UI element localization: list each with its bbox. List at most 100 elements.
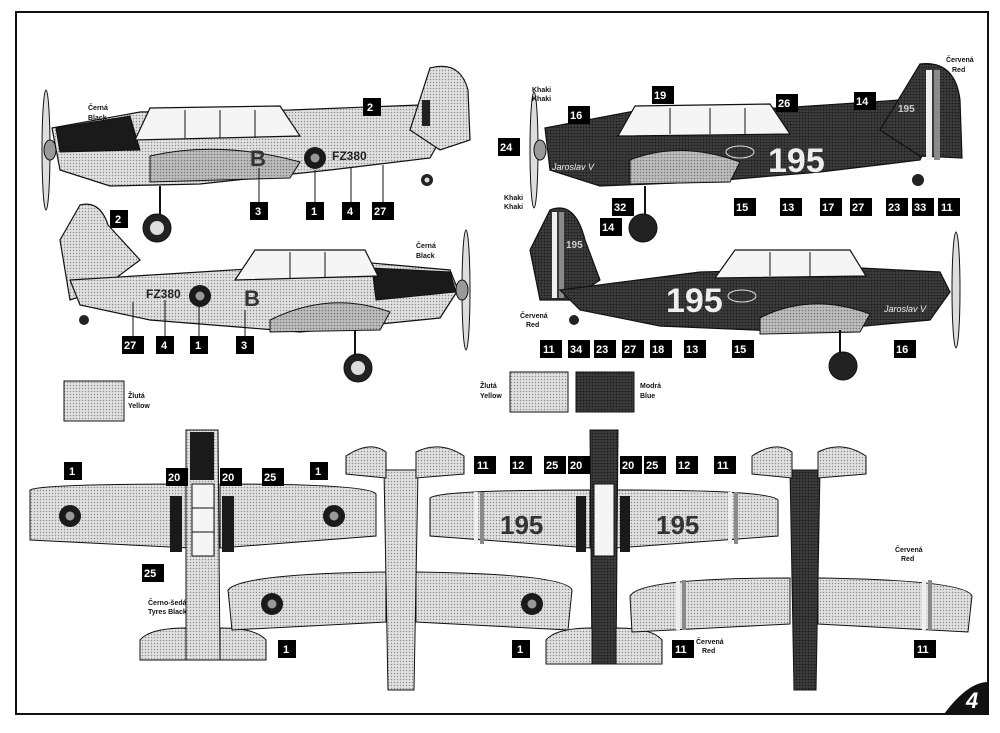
svg-text:11: 11 bbox=[917, 644, 929, 656]
label-black-en: Black bbox=[88, 115, 107, 122]
svg-text:2: 2 bbox=[115, 214, 121, 226]
swatch-right-en: Blue bbox=[640, 393, 655, 400]
svg-text:24: 24 bbox=[500, 142, 513, 154]
svg-text:20: 20 bbox=[622, 460, 634, 472]
svg-text:34: 34 bbox=[570, 344, 583, 356]
label-red-en-plan: Red bbox=[702, 648, 715, 655]
svg-text:20: 20 bbox=[168, 472, 180, 484]
label-tyres-en: Tyres Black bbox=[148, 609, 187, 616]
svg-text:12: 12 bbox=[512, 460, 524, 472]
label-red-en-plan-right: Red bbox=[901, 556, 914, 563]
cz-tail-number-bottom: 195 bbox=[566, 240, 583, 251]
cz-wing-number-left: 195 bbox=[500, 510, 543, 540]
uk-letter-bottom: B bbox=[244, 286, 260, 311]
swatch-mid-en: Yellow bbox=[480, 393, 502, 400]
label-black-en-2: Black bbox=[416, 253, 435, 260]
color-swatches: Žlutá Yellow Žlutá Yellow Modrá Blue bbox=[63, 371, 661, 422]
svg-text:20: 20 bbox=[570, 460, 582, 472]
page-number: 4 bbox=[965, 688, 978, 713]
svg-text:12: 12 bbox=[678, 460, 690, 472]
label-red-cz-plan-right: Červená bbox=[895, 545, 923, 554]
svg-text:15: 15 bbox=[734, 344, 746, 356]
svg-text:25: 25 bbox=[264, 472, 276, 484]
label-khaki-en-top: Khaki bbox=[532, 96, 551, 103]
cz-bottom-callouts: 14 11 34 23 27 18 13 15 16 bbox=[540, 218, 916, 358]
svg-text:4: 4 bbox=[347, 206, 354, 218]
uk-side-view-top: B FZ380 Černá Black bbox=[41, 65, 471, 243]
cz-plan-top-view: 195 195 bbox=[429, 429, 779, 665]
svg-text:13: 13 bbox=[686, 344, 698, 356]
cz-wing-number-right: 195 bbox=[656, 510, 699, 540]
svg-text:1: 1 bbox=[195, 340, 201, 352]
label-khaki-cz-top: Khaki bbox=[532, 87, 551, 94]
svg-text:11: 11 bbox=[543, 344, 555, 356]
uk-top-callouts: 2 3 1 4 27 bbox=[250, 98, 394, 220]
uk-plan-bottom-view bbox=[227, 446, 573, 691]
cz-side-view-bottom: 195 195 Jaroslav V Červená Red bbox=[520, 207, 961, 381]
label-black-cz: Černá bbox=[88, 103, 108, 112]
page-corner bbox=[944, 682, 988, 714]
cz-script-top: Jaroslav V bbox=[551, 162, 595, 172]
svg-text:11: 11 bbox=[941, 202, 953, 214]
uk-plan-top-view: Černo-šedá Tyres Black bbox=[29, 429, 377, 661]
uk-side-view-bottom: B FZ380 Černá Black bbox=[59, 203, 471, 383]
swatch-left-cz: Žlutá bbox=[128, 391, 145, 400]
svg-text:13: 13 bbox=[782, 202, 794, 214]
svg-text:25: 25 bbox=[546, 460, 558, 472]
svg-text:15: 15 bbox=[736, 202, 748, 214]
svg-text:27: 27 bbox=[374, 206, 386, 218]
svg-text:26: 26 bbox=[778, 98, 790, 110]
svg-text:27: 27 bbox=[852, 202, 864, 214]
svg-text:16: 16 bbox=[570, 110, 582, 122]
svg-text:1: 1 bbox=[315, 466, 321, 478]
svg-text:33: 33 bbox=[914, 202, 926, 214]
label-red-en-side: Red bbox=[526, 322, 539, 329]
svg-text:4: 4 bbox=[161, 340, 168, 352]
svg-text:25: 25 bbox=[144, 568, 156, 580]
svg-text:11: 11 bbox=[717, 460, 729, 472]
label-red-cz-side: Červená bbox=[520, 311, 548, 320]
svg-text:3: 3 bbox=[255, 206, 261, 218]
svg-text:27: 27 bbox=[624, 344, 636, 356]
cz-number-top: 195 bbox=[768, 142, 825, 180]
svg-text:1: 1 bbox=[311, 206, 317, 218]
svg-text:14: 14 bbox=[856, 96, 869, 108]
svg-text:1: 1 bbox=[283, 644, 289, 656]
label-red-cz-plan: Červená bbox=[696, 637, 724, 646]
cz-plan-callouts: 11 12 25 20 20 25 12 11 11 11 bbox=[474, 456, 936, 658]
uk-bottom-callouts: 2 27 4 1 3 bbox=[110, 210, 254, 354]
svg-text:17: 17 bbox=[822, 202, 834, 214]
svg-text:23: 23 bbox=[596, 344, 608, 356]
label-red-cz-top: Červená bbox=[946, 55, 974, 64]
label-red-en-top: Red bbox=[952, 67, 965, 74]
cz-script-bottom: Jaroslav V bbox=[883, 304, 927, 314]
uk-code-bottom: FZ380 bbox=[146, 287, 181, 301]
cz-plan-bottom-view: Červená Red Červená Red bbox=[629, 446, 973, 691]
svg-text:14: 14 bbox=[602, 222, 615, 234]
svg-text:11: 11 bbox=[675, 644, 687, 656]
svg-text:2: 2 bbox=[367, 102, 373, 114]
svg-text:11: 11 bbox=[477, 460, 489, 472]
svg-text:18: 18 bbox=[652, 344, 664, 356]
cz-number-bottom: 195 bbox=[666, 282, 723, 320]
uk-letter-top: B bbox=[250, 146, 266, 171]
svg-text:16: 16 bbox=[896, 344, 908, 356]
swatch-right-cz: Modrá bbox=[640, 383, 661, 390]
svg-text:1: 1 bbox=[69, 466, 75, 478]
svg-text:19: 19 bbox=[654, 90, 666, 102]
svg-text:27: 27 bbox=[124, 340, 136, 352]
cz-top-callouts: 16 19 26 14 24 32 15 13 17 27 23 33 11 bbox=[498, 86, 960, 216]
label-khaki-en-bottom: Khaki bbox=[504, 204, 523, 211]
cz-side-view-top: 195 195 Jaroslav V Khaki Khaki Khaki Kha… bbox=[504, 55, 974, 243]
swatch-blue bbox=[575, 371, 635, 413]
svg-text:1: 1 bbox=[517, 644, 523, 656]
label-black-cz-2: Černá bbox=[416, 241, 436, 250]
cz-tail-number-top: 195 bbox=[898, 104, 915, 115]
svg-text:25: 25 bbox=[646, 460, 658, 472]
label-khaki-cz-bottom: Khaki bbox=[504, 195, 523, 202]
svg-text:23: 23 bbox=[888, 202, 900, 214]
label-tyres-cz: Černo-šedá bbox=[148, 598, 187, 607]
uk-code-top: FZ380 bbox=[332, 149, 367, 163]
